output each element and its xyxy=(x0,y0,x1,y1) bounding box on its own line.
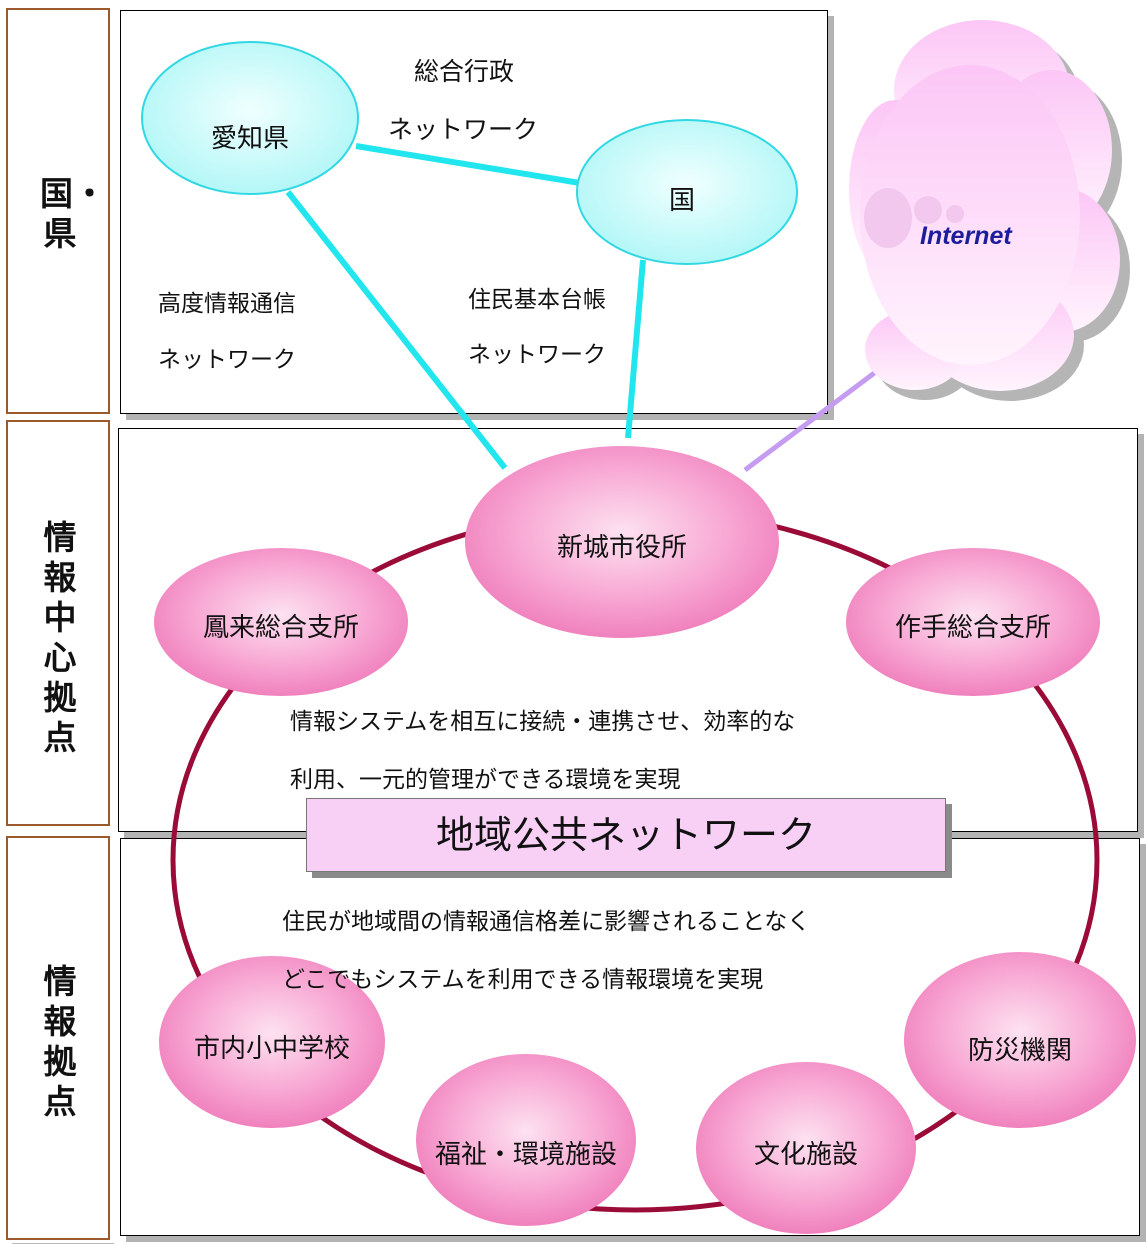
node-welfare-label: 福祉・環境施設 xyxy=(434,1140,617,1170)
side-label-info-center: 情報中心拠点 xyxy=(6,420,114,830)
label-sogo-line1: 総合行政 xyxy=(414,57,515,86)
internet-cloud xyxy=(849,20,1120,391)
side-label-info-base-text: 情報拠点 xyxy=(43,962,77,1121)
link-aichi-cityhall xyxy=(285,190,508,470)
label-sogo-line2: ネットワーク xyxy=(388,115,539,144)
middle-description-line2: 利用、一元的管理ができる環境を実現 xyxy=(290,767,681,793)
node-welfare xyxy=(416,1054,636,1226)
regional-public-network-banner: 地域公共ネットワーク xyxy=(306,798,946,872)
label-koudo-line1: 高度情報通信 xyxy=(158,291,296,317)
node-disaster-label: 防災機関 xyxy=(967,1036,1072,1066)
bottom-description-line1: 住民が地域間の情報通信格差に影響されることなく xyxy=(282,909,811,935)
node-city-hall xyxy=(465,446,779,638)
node-culture xyxy=(696,1062,916,1234)
label-koudo-line2: ネットワーク xyxy=(158,347,296,373)
middle-description-line1: 情報システムを相互に接続・連携させ、効率的な xyxy=(290,709,796,735)
cloud-puff-decoration xyxy=(864,188,964,248)
node-tsukude xyxy=(846,548,1100,696)
bottom-description-line2: どこでもシステムを利用できる情報環境を実現 xyxy=(282,967,764,993)
label-juki-line2: ネットワーク xyxy=(468,342,606,368)
node-aichi-label: 愛知県 xyxy=(210,124,289,154)
node-city-hall-label: 新城市役所 xyxy=(556,533,687,563)
node-horai-label: 鳳来総合支所 xyxy=(202,613,359,643)
side-label-info-center-text: 情報中心拠点 xyxy=(43,518,77,757)
node-tsukude-label: 作手総合支所 xyxy=(894,613,1051,643)
link-kuni-cityhall xyxy=(625,259,646,439)
node-disaster xyxy=(904,952,1136,1128)
node-schools-label: 市内小中学校 xyxy=(193,1034,350,1064)
node-culture-label: 文化施設 xyxy=(753,1140,858,1170)
internet-label: Internet xyxy=(920,222,1012,250)
node-schools xyxy=(159,956,385,1128)
node-aichi xyxy=(141,41,359,195)
link-aichi-kuni xyxy=(355,143,581,186)
label-juki-line1: 住民基本台帳 xyxy=(468,287,606,313)
node-horai xyxy=(154,548,408,696)
side-label-info-base: 情報拠点 xyxy=(6,836,114,1244)
node-kuni-label: 国 xyxy=(668,186,695,216)
node-kuni xyxy=(576,119,798,265)
